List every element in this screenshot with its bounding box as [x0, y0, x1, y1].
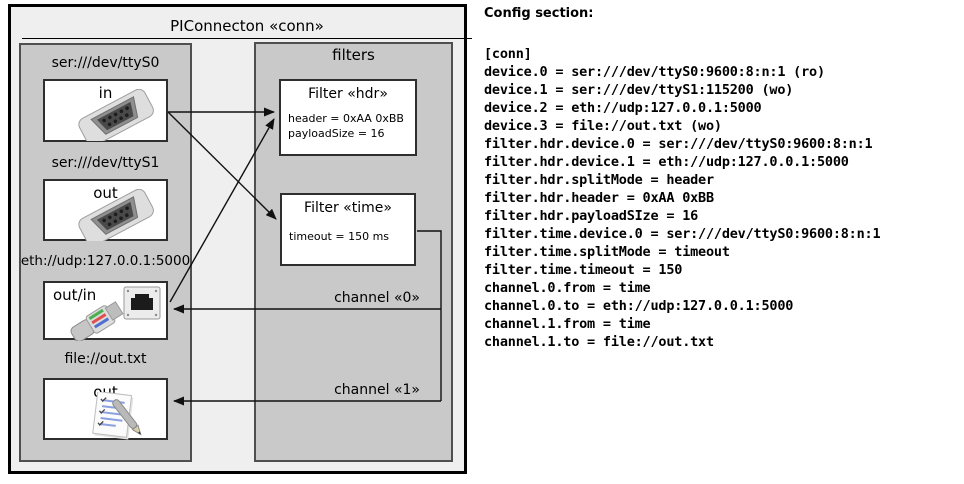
channel-0-label: channel «0»: [334, 290, 420, 306]
config-line: filter.hdr.device.1 = eth://udp:127.0.0.…: [484, 154, 849, 170]
config-section-title: Config section:: [484, 6, 594, 21]
device-uri-label-ser1: ser:///dev/ttyS1: [51, 155, 160, 171]
config-section: Config section: [conn] device.0 = ser://…: [484, 6, 962, 351]
ethernet-plug-icon: [70, 301, 124, 341]
serial-connector-icon: [78, 89, 154, 141]
device-uri-label-file: file://out.txt: [64, 351, 147, 367]
notepad-icon: [92, 392, 142, 440]
config-line: filter.time.timeout = 150: [484, 262, 683, 278]
filter-time-title: Filter «time»: [304, 200, 392, 216]
filter-hdr-title: Filter «hdr»: [308, 86, 388, 102]
config-line: filter.time.splitMode = timeout: [484, 244, 730, 260]
device-uri-label-eth: eth://udp:127.0.0.1:5000: [20, 253, 191, 269]
filter-time-prop-timeout: timeout = 150 ms: [289, 230, 390, 243]
config-line: device.0 = ser:///dev/ttyS0:9600:8:n:1 (…: [484, 64, 825, 80]
config-line: filter.hdr.header = 0xAA 0xBB: [484, 190, 714, 206]
filter-box-hdr: Filter «hdr» header = 0xAA 0xBB payloadS…: [279, 79, 417, 156]
filter-box-time: Filter «time» timeout = 150 ms: [280, 193, 416, 266]
device-box-eth: out/in: [43, 281, 168, 341]
device-direction-label: out/in: [53, 286, 97, 304]
device-box-file: out: [43, 378, 168, 440]
config-line: filter.time.device.0 = ser:///dev/ttyS0:…: [484, 226, 881, 242]
device-direction-label: in: [98, 84, 113, 102]
config-line: filter.hdr.splitMode = header: [484, 172, 714, 188]
config-line: channel.1.from = time: [484, 316, 651, 332]
config-line: device.1 = ser:///dev/ttyS1:115200 (wo): [484, 82, 794, 98]
device-uri-label-ser0: ser:///dev/ttyS0: [51, 55, 160, 71]
serial-connector-icon: [78, 189, 154, 241]
filter-hdr-prop-payload: payloadSize = 16: [288, 127, 385, 140]
config-line: device.2 = eth://udp:127.0.0.1:5000: [484, 100, 762, 116]
config-line: channel.0.from = time: [484, 280, 651, 296]
config-line: [conn]: [484, 46, 532, 62]
device-box-ser1: out: [43, 179, 168, 241]
config-line: filter.hdr.device.0 = ser:///dev/ttyS0:9…: [484, 136, 873, 152]
device-box-ser0: in: [43, 79, 168, 142]
config-listing: [conn] device.0 = ser:///dev/ttyS0:9600:…: [484, 45, 962, 351]
ethernet-jack-icon: [123, 286, 161, 320]
config-line: channel.0.to = eth://udp:127.0.0.1:5000: [484, 298, 794, 314]
device-direction-label: out: [93, 184, 118, 202]
config-line: filter.hdr.payloadSIze = 16: [484, 208, 699, 224]
config-line: channel.1.to = file://out.txt: [484, 334, 714, 350]
channel-1-label: channel «1»: [334, 382, 420, 398]
config-line: device.3 = file://out.txt (wo): [484, 118, 722, 134]
filters-panel-title: filters: [332, 46, 375, 64]
diagram-title: PIConnecton «conn»: [22, 14, 472, 39]
filter-hdr-prop-header: header = 0xAA 0xBB: [288, 112, 404, 125]
